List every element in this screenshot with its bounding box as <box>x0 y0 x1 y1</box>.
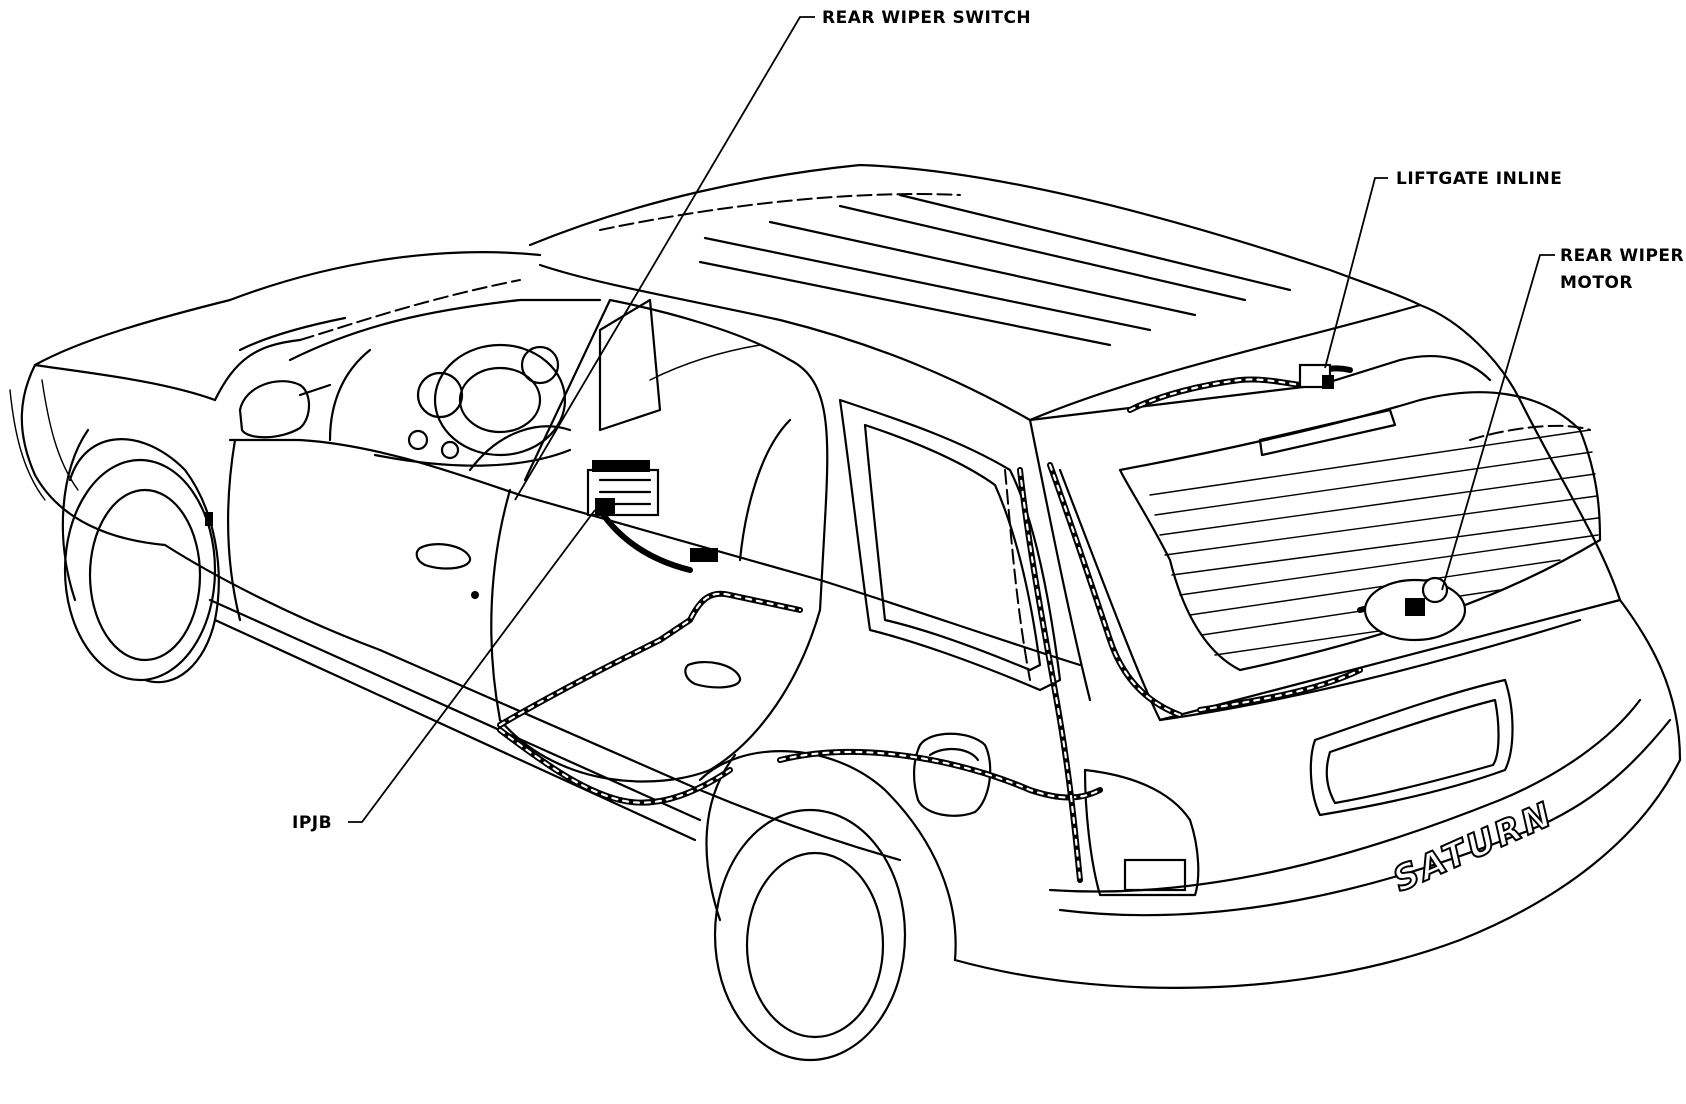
label-rear-wiper-motor-line2: MOTOR <box>1560 273 1633 293</box>
front-wheel <box>61 428 220 684</box>
wiring-harness <box>497 365 1463 883</box>
liftgate <box>953 303 1682 989</box>
label-ipjb: IPJB <box>292 813 332 833</box>
dashboard-interior <box>288 298 761 472</box>
leader-rear-wiper-switch <box>514 16 815 501</box>
callout-labels: REAR WIPER SWITCH LIFTGATE INLINE REAR W… <box>292 8 1684 833</box>
label-rear-wiper-motor-line1: REAR WIPER <box>1560 246 1684 266</box>
callout-leaders <box>348 16 1555 823</box>
ipjb-junction-block <box>586 460 660 517</box>
label-rear-wiper-switch: REAR WIPER SWITCH <box>822 8 1031 28</box>
body-side <box>163 298 1092 862</box>
rear-wiper-motor <box>1363 576 1467 642</box>
leader-ipjb <box>348 509 596 823</box>
label-liftgate-inline: LIFTGATE INLINE <box>1396 169 1562 189</box>
roof <box>528 163 1422 422</box>
side-mirror <box>238 380 332 439</box>
liftgate-inline-connector <box>1298 363 1334 389</box>
hood-and-front <box>9 251 542 547</box>
leader-rear-wiper-motor <box>1441 254 1555 591</box>
leader-liftgate-inline <box>1324 177 1388 369</box>
